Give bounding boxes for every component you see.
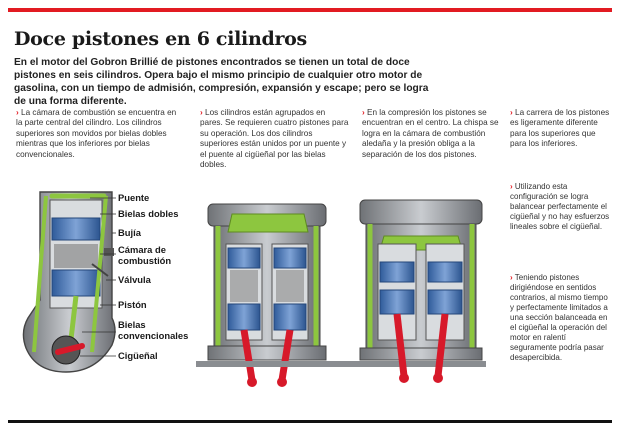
crank-case-right [359,347,483,361]
info-column-1: › La cámara de combustión se encuentra e… [16,108,184,160]
info-column-2-text: Los cilindros están agrupados en pares. … [200,108,349,170]
crank-rod-center-right [278,329,294,381]
right-engine [359,199,483,383]
bullet-mark: › [510,273,513,282]
side-note-1-text: Utilizando esta configuración se logra b… [510,182,610,231]
info-column-4: › La carrera de los pistones es ligerame… [510,108,610,150]
bullet-mark: › [362,108,365,117]
side-note-2-text: Teniendo pistones dirigiéndose en sentid… [510,273,608,362]
info-column-3: › En la compresión los pistones se encue… [362,108,502,160]
spark-plug-side [104,248,114,256]
top-cap-right [359,199,483,225]
chamber-center-right [276,270,304,302]
upper-piston-right-left [379,261,415,283]
side-view-engine [22,191,116,373]
crank-case-center [207,345,327,361]
lower-piston-center-left [227,303,261,331]
label-bielas-dobles: Bielas dobles [118,208,179,219]
side-note-2: › Teniendo pistones dirigiéndose en sent… [510,273,610,363]
upper-piston-side [51,217,101,241]
chamber-center-left [230,270,258,302]
crank-pin-center-right [277,377,287,387]
double-rod-side-right [90,195,108,353]
lower-piston-right-right [427,289,463,315]
bullet-mark: › [510,108,513,117]
lower-piston-side [51,269,101,297]
label-bielas-conv: Bielas convencionales [118,319,189,341]
label-puente: Puente [118,192,150,203]
crank-arm-side [55,343,85,355]
bullet-mark: › [200,108,203,117]
label-bujia: Bujía [118,227,141,238]
info-column-4-text: La carrera de los pistones es ligerament… [510,108,610,149]
page-title: Doce pistones en 6 cilindros [14,28,307,50]
bullet-mark: › [16,108,19,117]
crank-rod-right-right [434,313,449,377]
info-column-2: › Los cilindros están agrupados en pares… [200,108,350,170]
bridge-center [227,213,309,233]
side-note-1: › Utilizando esta configuración se logra… [510,182,610,232]
top-red-rule [8,8,612,12]
bullet-mark: › [510,182,513,191]
crank-rod-center-left [240,329,256,381]
lower-piston-right-left [379,289,415,315]
leader-lines [80,197,116,357]
combustion-chamber-side [54,244,98,268]
label-ciguenal: Cigüeñal [118,350,158,361]
upper-piston-center-right [273,247,307,269]
crank-pin-right-left [399,373,409,383]
label-valvula: Válvula [118,274,151,285]
info-column-1-text: La cámara de combustión se encuentra en … [16,108,177,159]
crank-pin-right-right [433,373,443,383]
valve-side [91,263,109,277]
upper-piston-right-right [427,261,463,283]
double-rod-side-left [32,195,48,353]
bottom-rule [8,420,612,423]
lower-piston-center-right [273,303,307,331]
label-camara: Cámara de combustión [118,244,172,266]
crank-pin-center-left [247,377,257,387]
intro-paragraph: En el motor del Gobron Brillié de piston… [14,57,429,107]
center-engine [207,203,327,387]
info-column-3-text: En la compresión los pistones se encuent… [362,108,499,159]
upper-piston-center-left [227,247,261,269]
label-piston: Pistón [118,299,147,310]
crank-rod-right-left [393,313,408,377]
